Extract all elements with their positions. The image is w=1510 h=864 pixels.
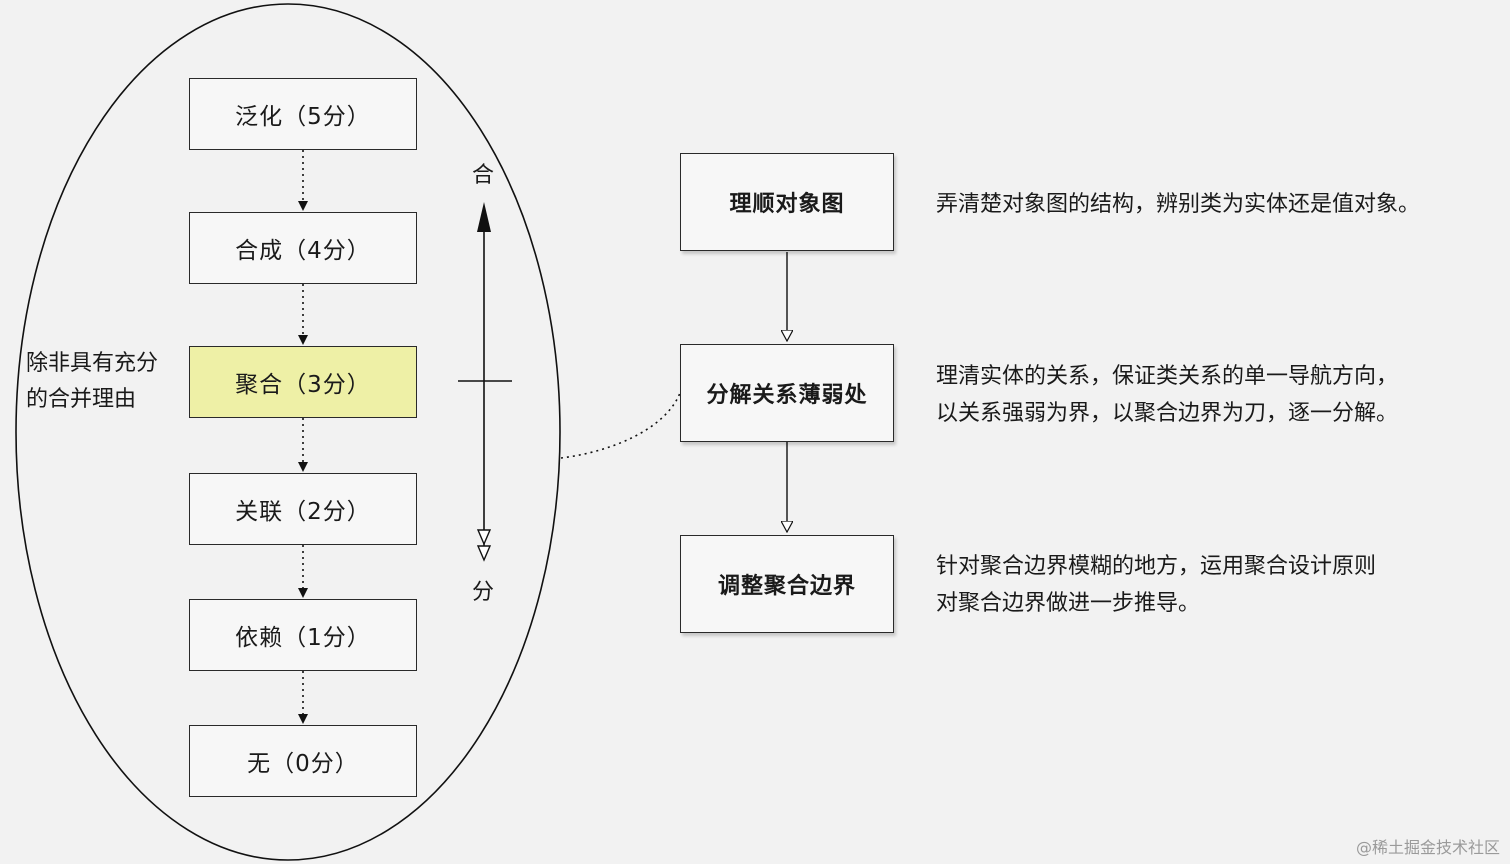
step-box-adjust-boundary: 调整聚合边界 (680, 535, 894, 633)
description-line: 以关系强弱为界，以聚合边界为刀，逐一分解。 (936, 401, 1399, 426)
description-line: 对聚合边界做进一步推导。 (936, 591, 1201, 616)
level-label: 无（0分） (247, 751, 359, 777)
description-line: 理清实体的关系，保证类关系的单一导航方向， (936, 364, 1399, 389)
dotted-link (560, 392, 681, 459)
grouping-ellipse (15, 3, 561, 861)
level-dependency: 依赖（1分） (189, 599, 417, 671)
level-label: 合成（4分） (235, 238, 371, 264)
step-description-3: 针对聚合边界模糊的地方，运用聚合设计原则 对聚合边界做进一步推导。 (936, 548, 1376, 622)
axis-bottom-label: 分 (472, 580, 495, 605)
description-line: 针对聚合边界模糊的地方，运用聚合设计原则 (936, 554, 1377, 579)
level-generalization: 泛化（5分） (189, 78, 417, 150)
level-aggregation: 聚合（3分） (189, 346, 417, 418)
step-label: 分解关系薄弱处 (706, 383, 868, 408)
level-label: 泛化（5分） (235, 104, 371, 130)
axis-top-label: 合 (472, 163, 495, 188)
step-description-1: 弄清楚对象图的结构，辨别类为实体还是值对象。 (936, 186, 1420, 223)
step-box-decompose-weak-relations: 分解关系薄弱处 (680, 344, 894, 442)
level-label: 关联（2分） (235, 499, 371, 525)
level-composition: 合成（4分） (189, 212, 417, 284)
step-label: 调整聚合边界 (717, 574, 856, 599)
axis-arrow-down-1 (476, 529, 492, 546)
side-note: 除非具有充分 的合并理由 (26, 346, 158, 418)
axis-arrow-up (477, 202, 491, 232)
step-label: 理顺对象图 (729, 192, 845, 217)
side-note-line: 除非具有充分 (26, 351, 159, 376)
level-none: 无（0分） (189, 725, 417, 797)
level-association: 关联（2分） (189, 473, 417, 545)
level-label: 聚合（3分） (235, 372, 371, 398)
watermark: @稀土掘金技术社区 (1355, 838, 1500, 857)
level-label: 依赖（1分） (235, 625, 371, 651)
step-description-2: 理清实体的关系，保证类关系的单一导航方向， 以关系强弱为界，以聚合边界为刀，逐一… (936, 358, 1398, 432)
step-box-clarify-object-graph: 理顺对象图 (680, 153, 894, 251)
side-note-line: 的合并理由 (26, 387, 137, 412)
axis-arrow-down-2 (476, 545, 492, 562)
description-line: 弄清楚对象图的结构，辨别类为实体还是值对象。 (936, 192, 1421, 217)
